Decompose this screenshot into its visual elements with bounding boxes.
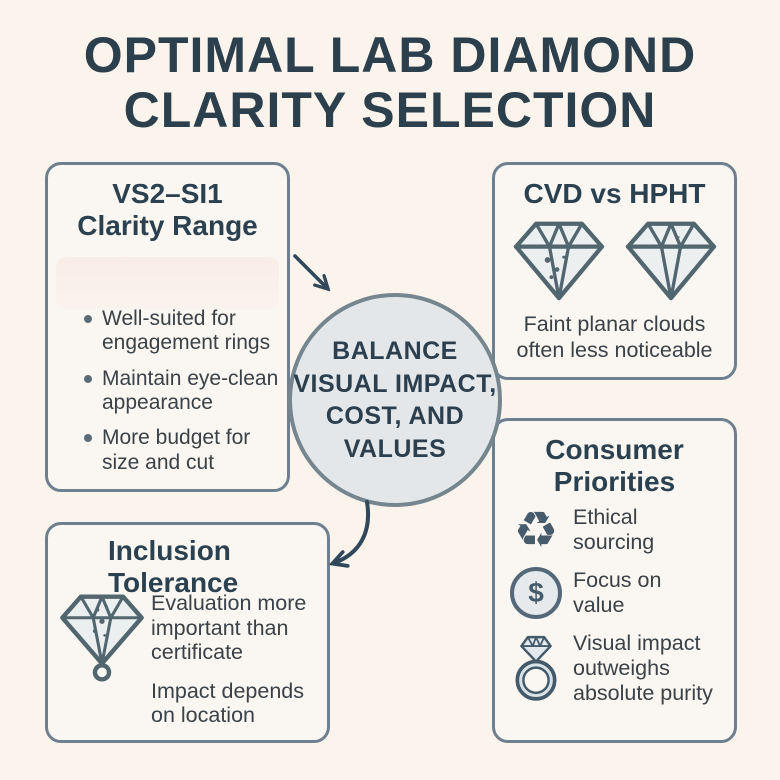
priority-label: Visual impact outweighs absolute purity [573, 630, 713, 705]
list-item: Well-suited for engagement rings [82, 307, 282, 356]
balance-circle: BALANCE VISUAL IMPACT, COST, AND VALUES [288, 293, 502, 507]
dollar-symbol: $ [528, 576, 544, 608]
cvd-note-text: Faint planar clouds often less noticeabl… [516, 312, 713, 362]
page-title: OPTIMAL LAB DIAMOND CLARITY SELECTION [0, 28, 780, 138]
inclusion-title-line2: Tolerance [108, 567, 239, 599]
bullet-icon [84, 315, 92, 323]
shading-artifact [56, 257, 279, 309]
list-item: More budget for size and cut [82, 426, 282, 475]
circle-text-line2: VISUAL IMPACT, [293, 369, 497, 398]
diamond-included-icon [513, 222, 604, 301]
dollar-icon: $ [510, 566, 562, 619]
circle-text-line1: BALANCE [332, 337, 458, 365]
consumer-priorities-title: Consumer Priorities [495, 434, 734, 499]
diamond-comparison [495, 218, 734, 302]
consumer-priority-list: ♻ Ethical sourcing $ Focus on value [495, 505, 734, 706]
arrow-clarity-to-circle [293, 254, 327, 288]
bullet-text: Maintain eye-clean appearance [102, 366, 279, 415]
diamond-clean-icon [625, 222, 716, 301]
circle-text-line4: VALUES [343, 434, 447, 463]
consumer-priorities-box: Consumer Priorities ♻ Ethical sourcing $… [492, 418, 737, 743]
inclusion-points: Evaluation more important than certifica… [151, 591, 331, 728]
diamond-pendant-icon [60, 594, 144, 682]
bullet-icon [84, 434, 92, 443]
inclusion-point: Evaluation more important than certifica… [151, 591, 307, 664]
clarity-range-title: VS2–SI1 Clarity Range [48, 178, 287, 243]
clarity-range-title-line2: Clarity Range [77, 210, 258, 242]
inclusion-title-line1: Inclusion [108, 535, 231, 566]
consumer-title-line2: Priorities [553, 466, 676, 498]
list-item: Visual impact outweighs absolute purity [495, 631, 734, 706]
inclusion-tolerance-title: Inclusion Tolerance [108, 535, 327, 600]
arrow-circle-to-inclusion [334, 500, 370, 563]
priority-label: Ethical sourcing [573, 505, 655, 554]
list-item: $ Focus on value [495, 566, 734, 619]
list-item: Maintain eye-clean appearance [82, 367, 282, 416]
cvd-vs-hpht-box: CVD vs HPHT [492, 162, 737, 380]
consumer-title-line1: Consumer [545, 434, 684, 465]
bullet-text: More budget for size and cut [102, 426, 251, 474]
inclusion-point: Impact depends on location [151, 678, 304, 728]
inclusion-tolerance-box: Inclusion Tolerance Evaluation more impo… [45, 522, 330, 743]
clarity-range-title-line1: VS2–SI1 [112, 178, 223, 209]
page-title-line1: OPTIMAL LAB DIAMOND [83, 27, 697, 83]
recycle-icon: ♻ [513, 500, 559, 559]
bullet-text: Well-suited for engagement rings [102, 307, 271, 355]
circle-text-line3: COST, AND [325, 402, 465, 430]
bullet-icon [84, 374, 92, 383]
list-item: ♻ Ethical sourcing [495, 505, 734, 555]
cvd-vs-hpht-title: CVD vs HPHT [523, 178, 706, 209]
ring-icon [515, 636, 557, 702]
clarity-range-box: VS2–SI1 Clarity Range Well-suited for en… [45, 162, 290, 492]
clarity-bullet-list: Well-suited for engagement rings Maintai… [82, 307, 282, 486]
page-title-line2: CLARITY SELECTION [123, 82, 657, 138]
priority-label: Focus on value [573, 568, 662, 617]
